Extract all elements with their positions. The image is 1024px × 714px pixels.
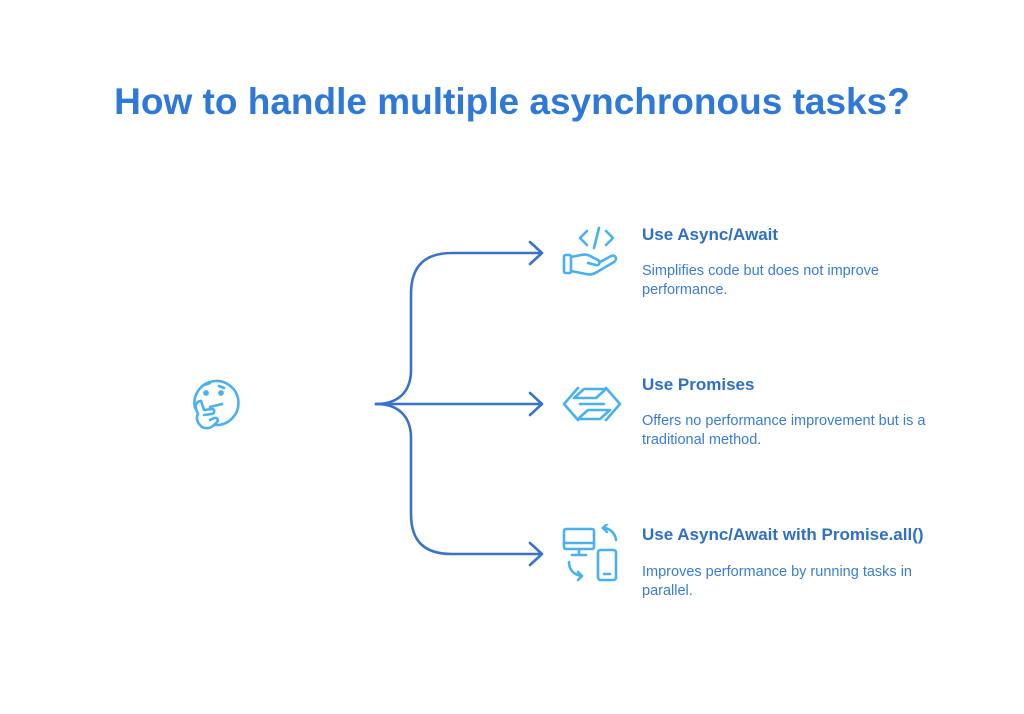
option-desc-async-await: Simplifies code but does not improve per…: [642, 263, 879, 298]
option-title-promise-all: Use Async/Await with Promise.all(): [642, 525, 924, 544]
arrowhead-bottom: [528, 541, 544, 567]
option-desc-promises: Offers no performance improvement but is…: [642, 413, 926, 448]
code-in-hand-icon: [562, 226, 618, 276]
option-title-async-await: Use Async/Await: [642, 225, 779, 244]
device-sync-icon: [562, 524, 618, 582]
option-desc-promise-all: Improves performance by running tasks in…: [642, 564, 912, 599]
interlocking-arrows-icon: [562, 386, 622, 422]
arrowhead-top: [528, 240, 544, 266]
thinking-face-icon: [193, 379, 240, 430]
option-title-promises: Use Promises: [642, 375, 755, 394]
page-title: How to handle multiple asynchronous task…: [114, 81, 910, 122]
connector-bottom: [374, 402, 542, 556]
connector-top: [374, 251, 542, 406]
arrowhead-middle: [528, 391, 544, 417]
